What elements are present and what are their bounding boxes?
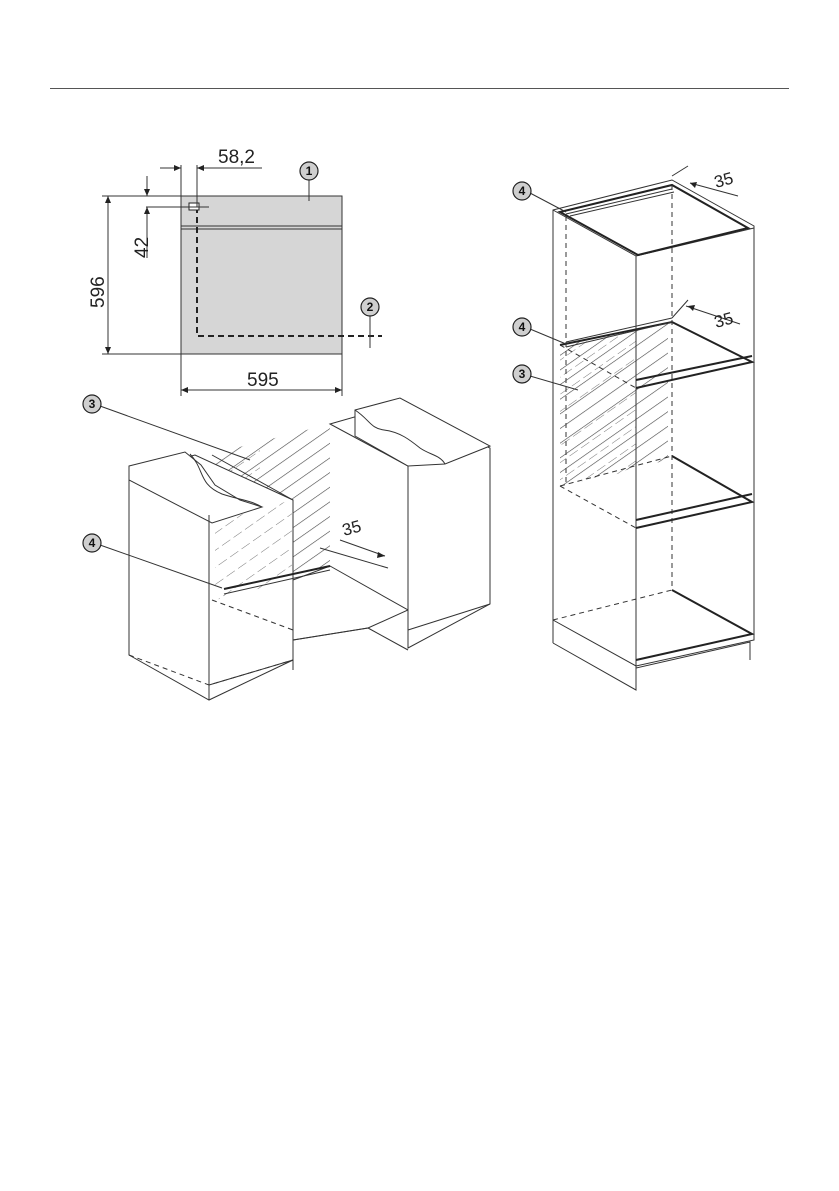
arrowhead bbox=[105, 196, 111, 203]
dim-label-35: 35 bbox=[340, 517, 363, 540]
dim-label-595: 595 bbox=[247, 370, 279, 391]
plinth bbox=[553, 642, 750, 690]
hidden-edge bbox=[560, 486, 636, 528]
niche-floor bbox=[293, 566, 408, 640]
arrowhead bbox=[144, 207, 150, 214]
callout-leader bbox=[100, 406, 250, 460]
dim-label-596: 596 bbox=[88, 276, 109, 308]
callout-3-label: 3 bbox=[89, 397, 96, 411]
callout-4-top-label: 4 bbox=[519, 184, 526, 198]
hidden-edge bbox=[553, 590, 672, 620]
callout-leader bbox=[530, 193, 566, 212]
shelf-lower bbox=[636, 456, 752, 528]
base-shelf bbox=[636, 590, 752, 660]
callout-4-label: 4 bbox=[89, 536, 96, 550]
top-frame bbox=[560, 185, 748, 255]
shelf-lower-front bbox=[636, 494, 752, 520]
appliance-front-panel bbox=[181, 196, 342, 354]
ventilation-strip-top bbox=[566, 189, 672, 214]
dim-label-42: 42 bbox=[132, 237, 153, 258]
dim-extension bbox=[672, 300, 688, 318]
callout-1-label: 1 bbox=[306, 164, 313, 178]
arrowhead bbox=[377, 552, 385, 558]
arrowhead bbox=[174, 165, 181, 171]
arrowhead bbox=[105, 347, 111, 354]
tall-unit-view: 35 35 4 4 3 bbox=[513, 166, 754, 690]
callout-3-label: 3 bbox=[519, 367, 526, 381]
arrowhead bbox=[690, 182, 697, 188]
niche-floor-edge bbox=[368, 628, 408, 650]
arrowhead bbox=[181, 387, 188, 393]
dim-line bbox=[320, 548, 388, 568]
front-view: 58,2 42 596 595 1 2 bbox=[88, 147, 382, 396]
callout-2-label: 2 bbox=[367, 300, 374, 314]
arrowhead bbox=[197, 165, 204, 171]
dim-label-35-top: 35 bbox=[712, 169, 735, 192]
arrowhead bbox=[335, 387, 342, 393]
callout-leader bbox=[530, 329, 566, 344]
dim-label-35-mid: 35 bbox=[712, 309, 735, 332]
callout-4-mid-label: 4 bbox=[519, 320, 526, 334]
ventilation-strip-top bbox=[570, 192, 674, 216]
hatched-wall-dashed bbox=[560, 330, 636, 486]
arrowhead bbox=[688, 305, 695, 311]
dim-extension bbox=[672, 166, 688, 176]
arrowhead bbox=[144, 189, 150, 196]
base-unit-view: 35 3 4 bbox=[83, 395, 490, 700]
dim-label-58-2: 58,2 bbox=[218, 147, 255, 168]
